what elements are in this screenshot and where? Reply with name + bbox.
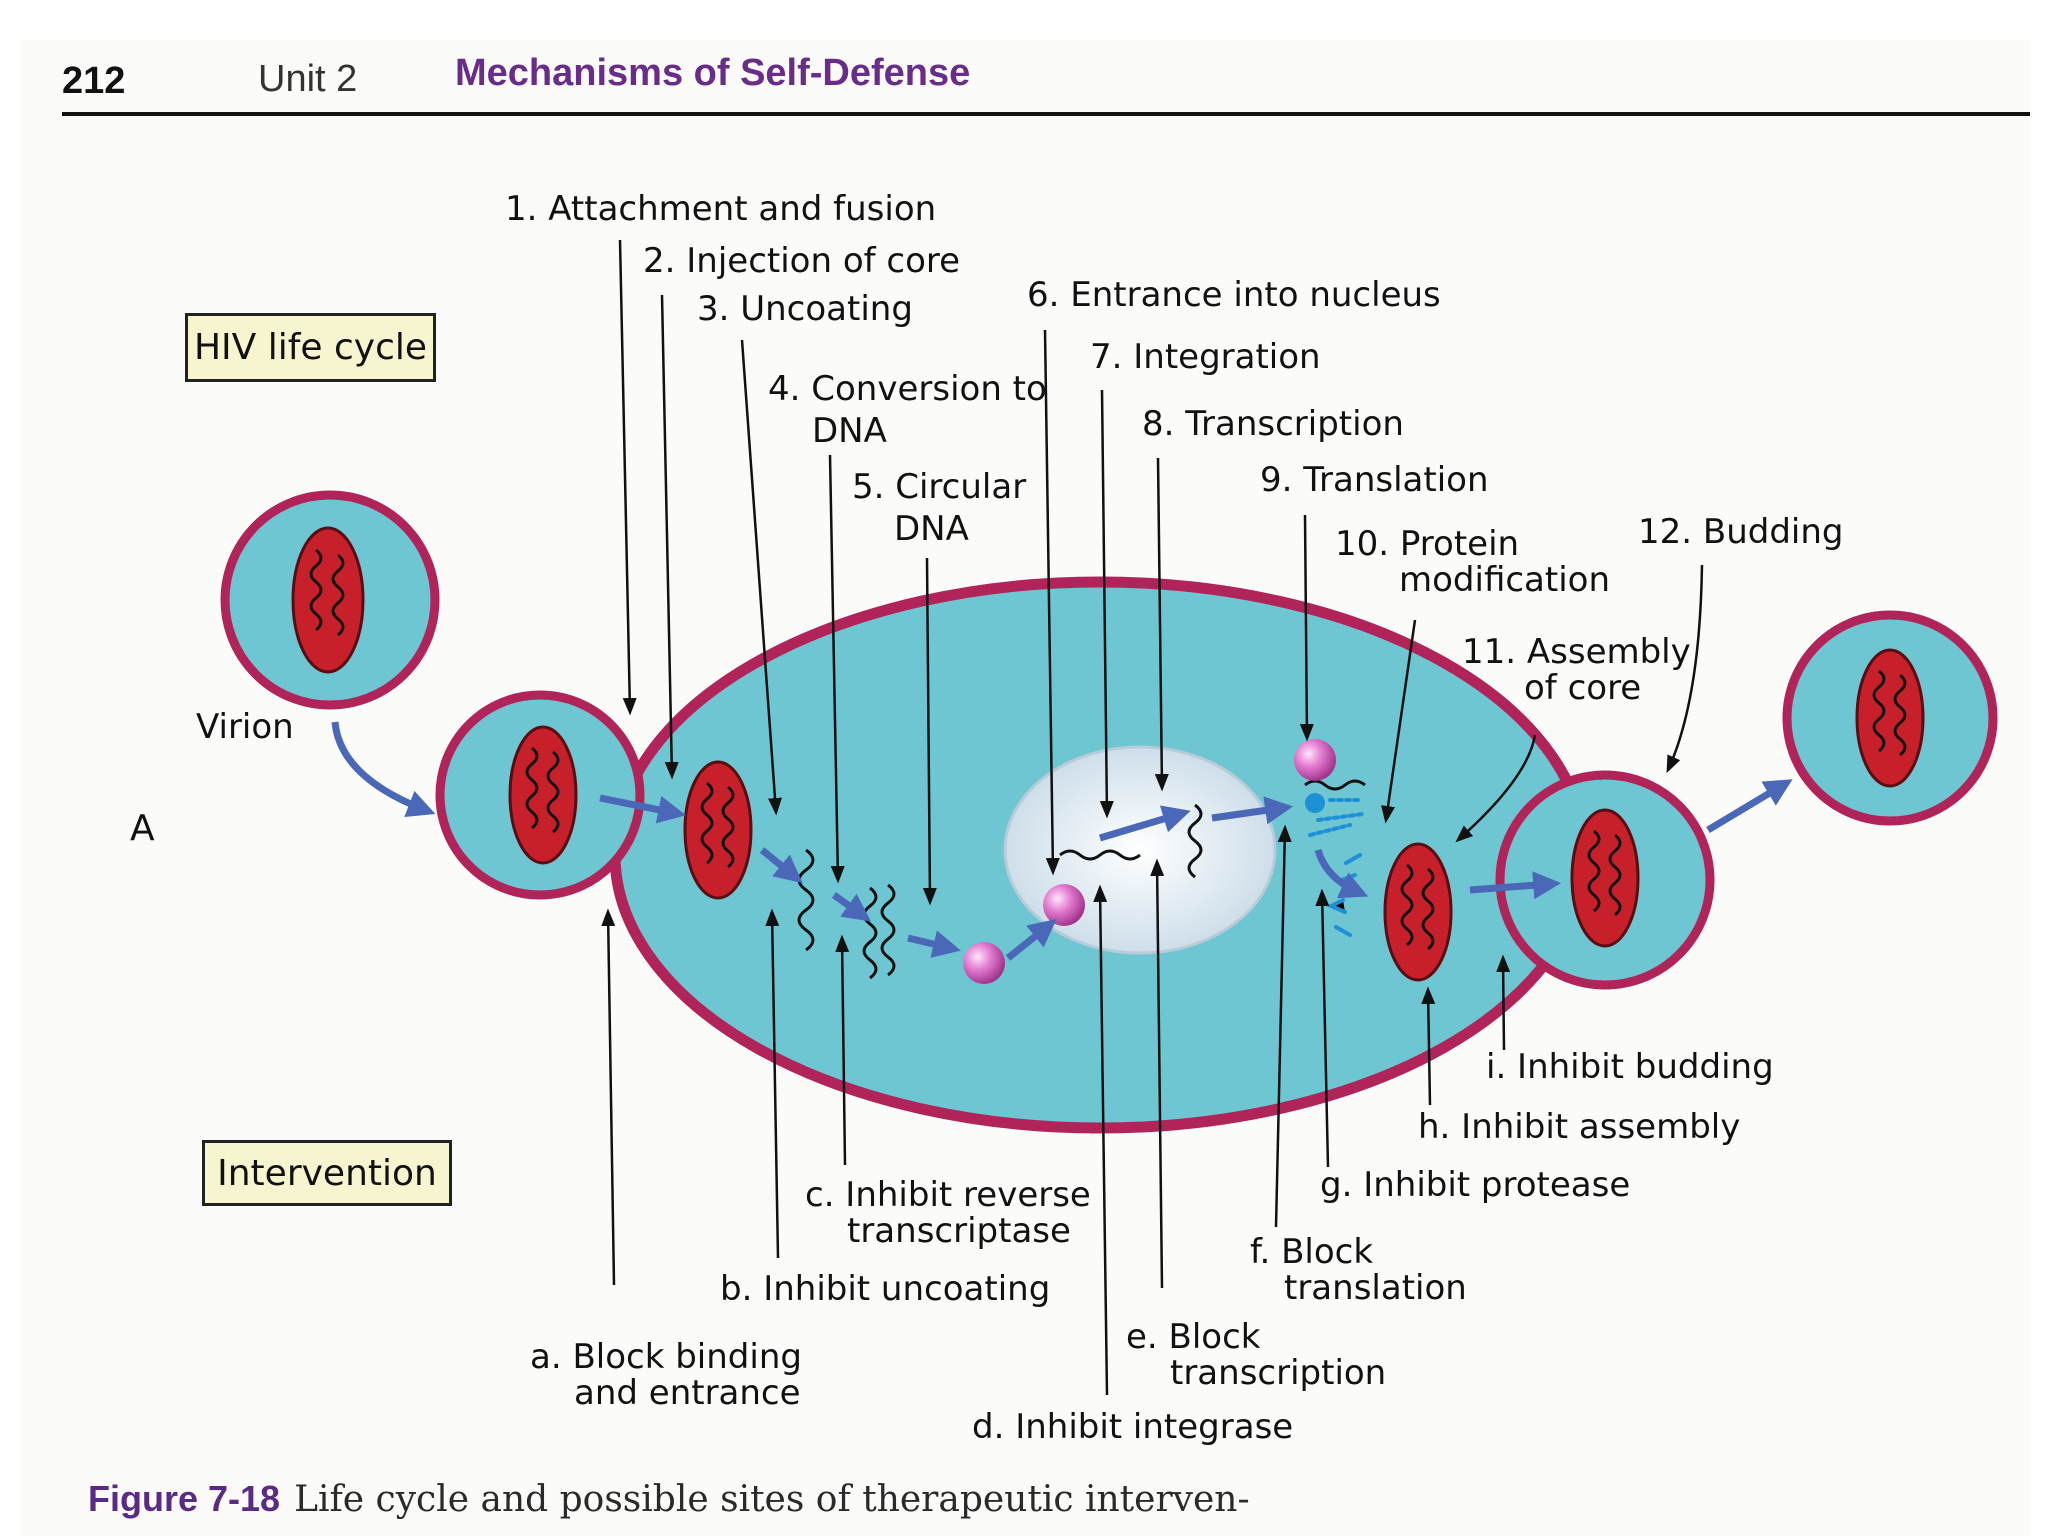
intervention-e-line-2: transcription [1170,1352,1387,1393]
intervention-e-line-1: e. Block [1126,1317,1261,1357]
nuclear-entry-sphere [1043,884,1085,926]
intervention-f-line-2: translation [1284,1267,1467,1308]
panel-label: A [130,808,155,849]
intervention-b-label: b. Inhibit uncoating [720,1269,1051,1309]
circular-dna-sphere [963,942,1005,984]
intervention-i-label: i. Inhibit budding [1486,1047,1774,1087]
intervention-c-line-2: transcriptase [847,1210,1071,1251]
step-9-label: 9. Translation [1260,460,1489,500]
figure-caption-label: Figure 7-18 [88,1478,281,1519]
intervention-e-label: e. Block transcription [1126,1317,1387,1393]
virion-label: Virion [196,707,294,747]
viral-core-budding [1570,808,1640,948]
step-5-line-2: DNA [894,508,969,549]
nucleus [1003,745,1277,955]
viral-core-released [1855,648,1925,788]
intervention-box: Intervention [202,1140,452,1206]
intervention-h-label: h. Inhibit assembly [1418,1107,1741,1147]
intervention-box-label: Intervention [217,1152,437,1194]
viral-core-free [291,526,365,674]
header-rule [62,112,2030,116]
step-5-line-1: 5. Circular [852,467,1027,507]
viral-core-injected [683,760,753,900]
intervention-a-label: a. Block binding and entrance [530,1337,802,1413]
intervention-d-label: d. Inhibit integrase [972,1407,1294,1447]
transcribed-rna [1187,803,1203,879]
figure-caption: Figure 7-18 Life cycle and possible sites… [88,1478,1250,1520]
step-5-label: 5. Circular DNA [852,467,1027,549]
step-7-label: 7. Integration [1090,337,1321,377]
life-cycle-box-label: HIV life cycle [193,327,428,368]
viral-core-assembled [1383,842,1453,982]
step-4-line-1: 4. Conversion to [768,369,1047,409]
integrated-dna [1059,849,1141,861]
step-12-label: 12. Budding [1638,512,1844,552]
life-cycle-box: HIV life cycle [185,313,436,382]
step-10-line-2: modification [1399,559,1611,600]
intervention-lines [601,824,1511,1396]
page-number: 212 [62,60,126,102]
intervention-c-label: c. Inhibit reverse transcriptase [805,1175,1091,1251]
step-11-line-2: of core [1524,667,1642,708]
step-10-line-1: 10. Protein [1335,524,1520,564]
uncoated-rna-strand [797,848,815,952]
step-8-label: 8. Transcription [1142,404,1404,444]
step-11-line-1: 11. Assembly [1462,632,1691,672]
step-4-label: 4. Conversion to DNA [768,369,1047,451]
figure-caption-text: Life cycle and possible sites of therape… [294,1479,1250,1520]
step-1-label: 1. Attachment and fusion [505,189,937,229]
step-6-label: 6. Entrance into nucleus [1027,275,1441,315]
step-10-label: 10. Protein modification [1335,524,1611,600]
viral-core-fusing [508,725,578,865]
section-title: Mechanisms of Self-Defense [455,52,971,94]
unit-label: Unit 2 [258,58,358,100]
dna-strands [862,883,896,980]
intervention-a-line-1: a. Block binding [530,1337,802,1377]
step-3-label: 3. Uncoating [697,289,913,329]
intervention-g-label: g. Inhibit protease [1320,1165,1631,1205]
flow-arrows [331,721,1793,961]
intervention-c-line-1: c. Inhibit reverse [805,1175,1091,1215]
intervention-a-line-2: and entrance [574,1372,801,1413]
step-11-label: 11. Assembly of core [1462,632,1691,708]
step-2-label: 2. Injection of core [643,241,961,281]
intervention-f-label: f. Block translation [1250,1232,1467,1308]
step-leader-lines [618,239,1704,906]
translation-sphere [1294,739,1336,781]
step-4-line-2: DNA [812,410,887,451]
intervention-f-line-1: f. Block [1250,1232,1374,1272]
